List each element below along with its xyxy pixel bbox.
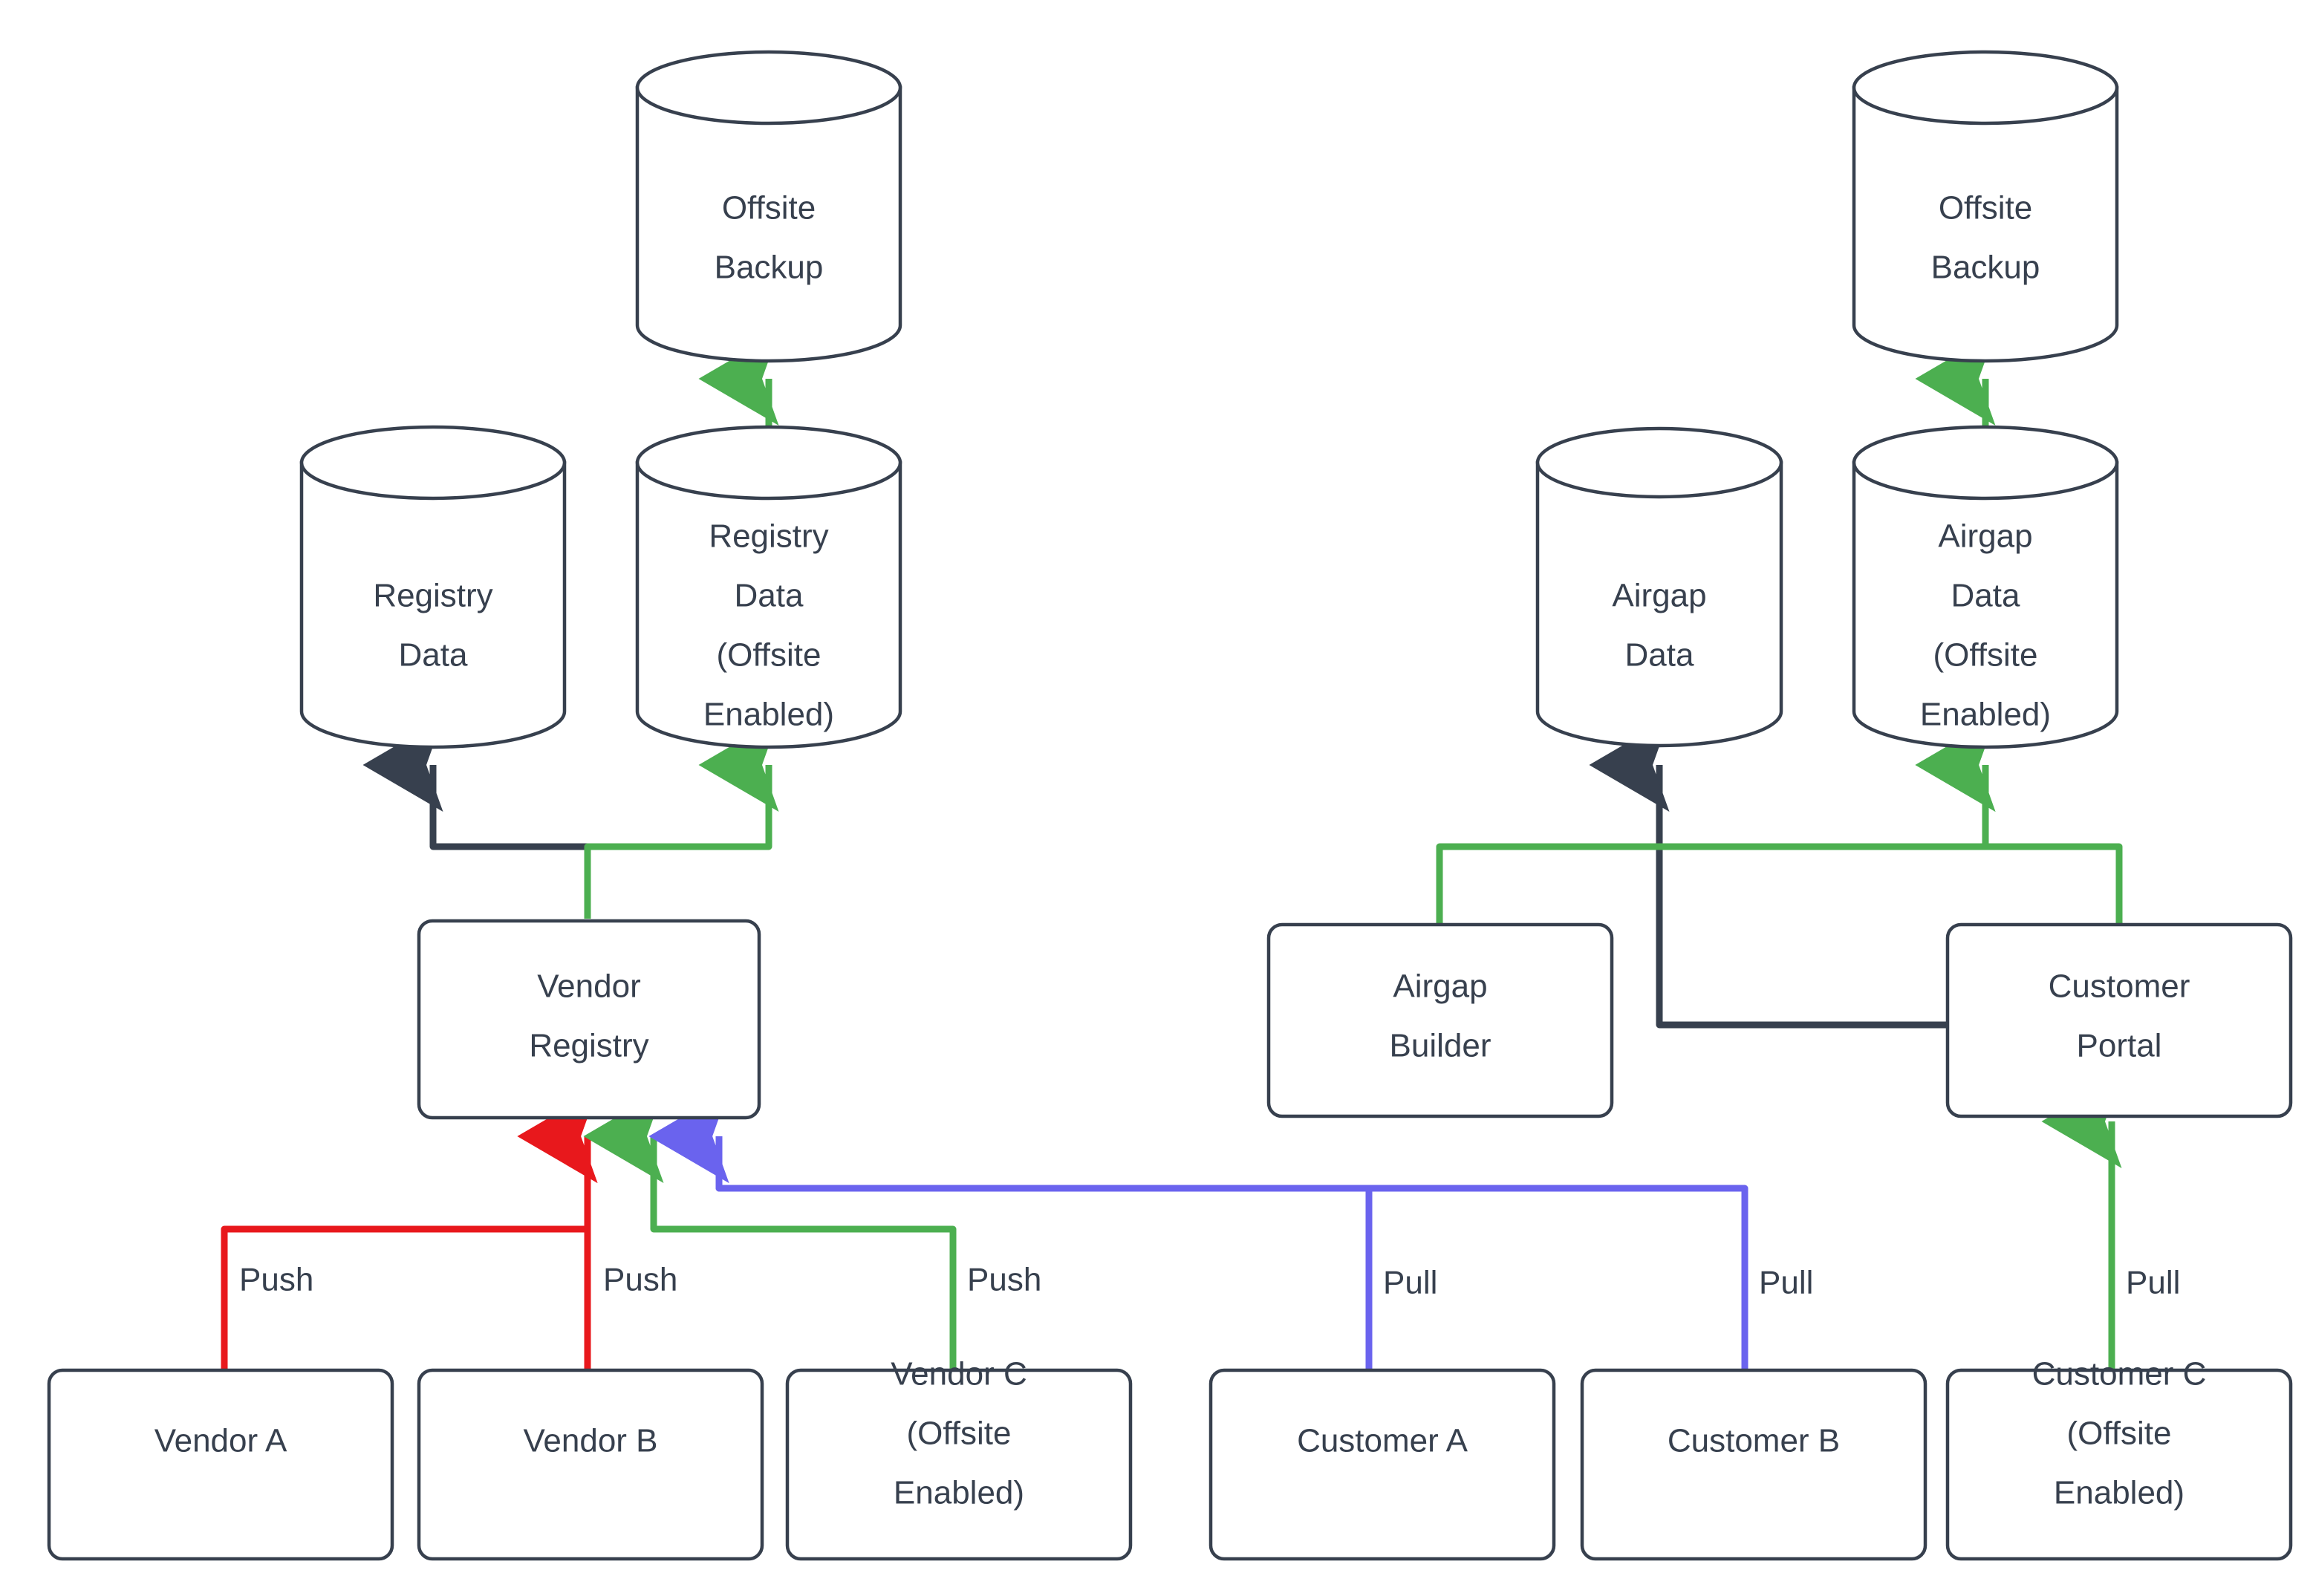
node-label-airgap-data-offsite-line1: Airgap xyxy=(1938,518,2032,555)
node-offsite-backup-left[interactable]: Offsite Backup xyxy=(635,50,902,363)
edge-label-push-vendor-c: Push xyxy=(967,1262,1041,1298)
node-registry-data[interactable]: Registry Data xyxy=(299,425,567,749)
edge-customer-b-pull xyxy=(648,1089,1748,1369)
edge-label-pull-customer-c: Pull xyxy=(2126,1265,2180,1301)
node-customer-b[interactable]: Customer B xyxy=(1580,1368,1928,1561)
edge-customer-a-pull xyxy=(648,1089,1373,1369)
edge-vendor-c-push xyxy=(583,1089,957,1369)
node-customer-c[interactable]: Customer C (Offsite Enabled) xyxy=(1945,1356,2293,1561)
node-vendor-c[interactable]: Vendor C (Offsite Enabled) xyxy=(785,1356,1133,1561)
edge-customer-portal-to-airgap-offsite xyxy=(1915,718,2123,923)
node-airgap-data[interactable]: Airgap Data xyxy=(1535,426,1783,748)
node-airgap-builder[interactable]: Airgap Builder xyxy=(1266,922,1614,1118)
node-customer-portal[interactable]: Customer Portal xyxy=(1945,922,2293,1118)
edge-airgap-builder-to-airgap-offsite xyxy=(1436,718,1996,923)
node-customer-a[interactable]: Customer A xyxy=(1208,1368,1556,1561)
node-label-registry-data-offsite-line1: Registry xyxy=(709,518,828,555)
node-vendor-registry[interactable]: Vendor Registry xyxy=(417,919,761,1120)
edge-label-push-vendor-b: Push xyxy=(603,1262,677,1298)
edge-label-pull-customer-a: Pull xyxy=(1383,1265,1437,1301)
node-vendor-a[interactable]: Vendor A xyxy=(47,1368,394,1561)
edge-customer-portal-to-airgap-data xyxy=(1589,718,1946,1029)
node-registry-data-offsite[interactable]: Registry Data (Offsite Enabled) xyxy=(635,425,902,749)
edge-label-pull-customer-b: Pull xyxy=(1759,1265,1813,1301)
node-label-customer-a: Customer A xyxy=(1297,1423,1468,1459)
node-label-registry-data-line1: Registry xyxy=(373,578,492,614)
node-label-customer-b: Customer B xyxy=(1668,1423,1840,1459)
edge-label-push-vendor-a: Push xyxy=(239,1262,313,1298)
node-label-offsite-backup-left-line2: Backup xyxy=(715,250,824,286)
edge-vendor-registry-to-registry-data-offsite xyxy=(584,718,779,919)
node-label-customer-portal-line2: Portal xyxy=(2077,1028,2162,1064)
node-label-offsite-backup-right-line1: Offsite xyxy=(1939,190,2032,227)
node-label-airgap-data-line1: Airgap xyxy=(1612,578,1706,614)
node-label-airgap-data-offsite-line2: Data xyxy=(1951,578,2020,614)
node-label-vendor-b: Vendor B xyxy=(523,1423,657,1459)
node-label-registry-data-offsite-line4: Enabled) xyxy=(703,697,834,733)
node-offsite-backup-right[interactable]: Offsite Backup xyxy=(1852,50,2119,363)
edge-vendor-a-push xyxy=(221,1089,598,1369)
edge-vendor-registry-to-registry-data xyxy=(362,718,591,919)
node-label-customer-portal-line1: Customer xyxy=(2049,968,2190,1005)
node-label-airgap-data-offsite-line4: Enabled) xyxy=(1920,697,2051,733)
node-label-registry-data-offsite-line2: Data xyxy=(735,578,804,614)
node-label-airgap-data-offsite-line3: (Offsite xyxy=(1933,637,2037,674)
node-label-vendor-c-line1: Vendor C xyxy=(891,1356,1027,1393)
node-label-customer-c-line3: Enabled) xyxy=(2054,1475,2184,1511)
node-airgap-data-offsite[interactable]: Airgap Data (Offsite Enabled) xyxy=(1852,425,2119,749)
node-label-airgap-builder-line2: Builder xyxy=(1390,1028,1491,1064)
node-label-offsite-backup-left-line1: Offsite xyxy=(722,190,816,227)
node-label-registry-data-line2: Data xyxy=(399,637,468,674)
node-label-vendor-registry-line1: Vendor xyxy=(537,968,640,1005)
node-label-offsite-backup-right-line2: Backup xyxy=(1931,250,2040,286)
node-label-airgap-data-line2: Data xyxy=(1625,637,1694,674)
node-label-vendor-a: Vendor A xyxy=(154,1423,287,1459)
node-vendor-b[interactable]: Vendor B xyxy=(417,1368,764,1561)
node-label-airgap-builder-line1: Airgap xyxy=(1393,968,1487,1005)
node-label-customer-c-line2: (Offsite xyxy=(2066,1416,2171,1452)
node-label-vendor-registry-line2: Registry xyxy=(529,1028,648,1064)
node-label-registry-data-offsite-line3: (Offsite xyxy=(716,637,821,674)
node-label-customer-c-line1: Customer C xyxy=(2032,1356,2207,1393)
node-label-vendor-c-line3: Enabled) xyxy=(894,1475,1024,1511)
node-label-vendor-c-line2: (Offsite xyxy=(906,1416,1011,1452)
